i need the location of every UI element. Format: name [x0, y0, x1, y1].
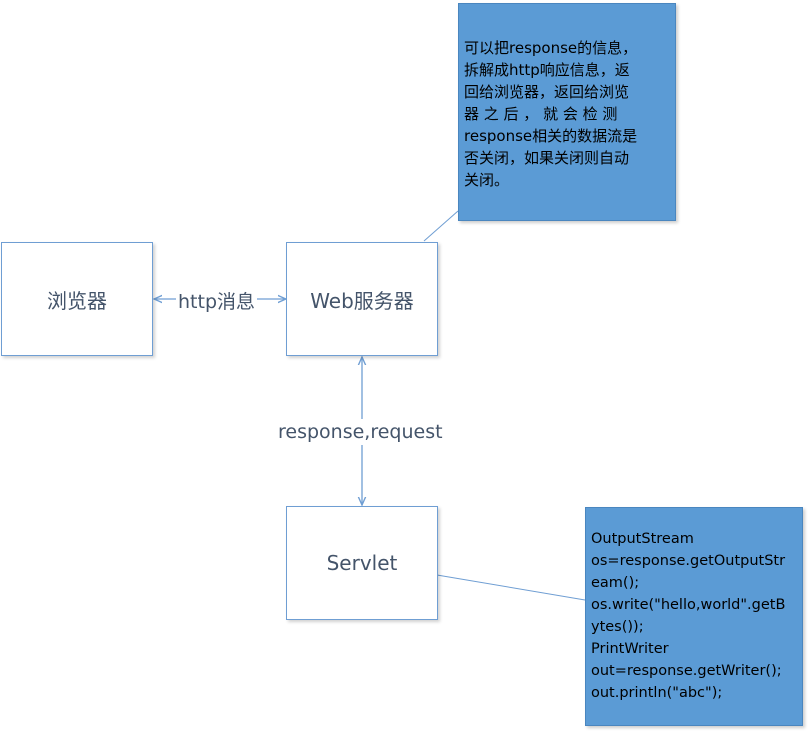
servlet-note-line: os.write("hello,world".getB	[591, 597, 786, 613]
servlet-note-line: ytes());	[591, 619, 644, 635]
server-note-line: 器 之 后 ， 就 会 检 测	[464, 105, 618, 123]
server-callout-pointer	[423, 210, 459, 242]
http-message-label: http消息	[176, 287, 258, 314]
servlet-label: Servlet	[326, 551, 398, 575]
web-server-node: Web服务器	[286, 242, 438, 356]
servlet-note-line: eam();	[591, 575, 640, 591]
server-note-line: 关闭。	[464, 171, 510, 189]
response-request-label: response,request	[276, 419, 445, 445]
servlet-note-line: out=response.getWriter();	[591, 663, 782, 679]
browser-label: 浏览器	[47, 288, 107, 313]
servlet-note-line: out.println("abc");	[591, 685, 723, 701]
web-server-label: Web服务器	[310, 288, 414, 313]
servlet-note-line: OutputStream	[591, 531, 694, 547]
server-note-line: 回给浏览器，返回给浏览	[464, 83, 630, 101]
server-note-text: 可以把response的信息， 拆解成http响应信息，返 回给浏览器，返回给浏…	[464, 37, 675, 191]
servlet-note-line: PrintWriter	[591, 641, 669, 657]
servlet-note-text: OutputStream os=response.getOutputStr ea…	[591, 528, 802, 704]
servlet-note-line: os=response.getOutputStr	[591, 553, 786, 569]
servlet-callout-pointer	[436, 574, 586, 601]
browser-node: 浏览器	[1, 242, 153, 356]
server-note-line: 拆解成http响应信息，返	[464, 61, 630, 79]
servlet-node: Servlet	[286, 506, 438, 620]
server-note-line: 否关闭，如果关闭则自动	[464, 149, 630, 167]
server-note-line: 可以把response的信息，	[464, 39, 638, 57]
servlet-note-callout: OutputStream os=response.getOutputStr ea…	[585, 507, 803, 726]
server-note-callout: 可以把response的信息， 拆解成http响应信息，返 回给浏览器，返回给浏…	[458, 3, 676, 221]
server-note-line: response相关的数据流是	[464, 127, 638, 145]
